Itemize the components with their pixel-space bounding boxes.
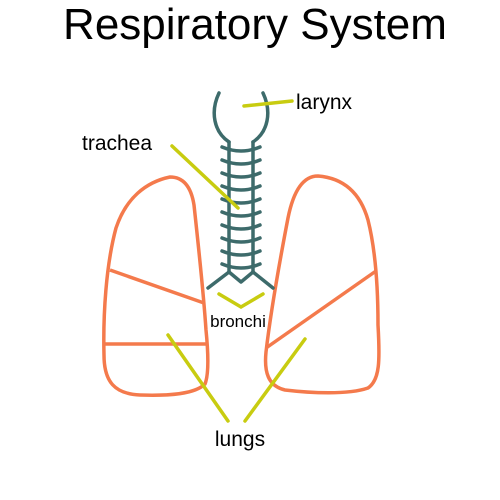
left-lung-upper-fissure — [109, 268, 205, 305]
right-lung — [263, 174, 381, 395]
trachea-ring — [220, 171, 262, 179]
trachea-ring — [220, 184, 262, 192]
trachea-ring — [220, 249, 262, 257]
bronchi-junction — [227, 270, 255, 284]
trachea-ring — [220, 210, 262, 218]
trachea-ring — [220, 262, 262, 270]
trachea-ring — [220, 145, 262, 153]
pointer-lines — [166, 99, 307, 423]
airway — [206, 91, 275, 290]
left-lung-outline — [102, 175, 210, 397]
lungs-pointer-left — [166, 333, 230, 423]
larynx-pointer — [242, 99, 294, 108]
lungs-pointer-right — [243, 337, 307, 423]
bronchi-label: bronchi — [210, 312, 266, 331]
diagram-title: Respiratory System — [63, 0, 447, 49]
right-lung-fissure — [264, 269, 378, 350]
left-bronchus — [206, 270, 231, 290]
trachea-pointer — [170, 144, 240, 210]
larynx-outline — [212, 91, 270, 144]
trachea-ring — [220, 158, 262, 166]
right-bronchus — [251, 270, 275, 290]
trachea-ring — [220, 223, 262, 231]
left-lung — [102, 175, 210, 397]
trachea-ring — [220, 236, 262, 244]
trachea-label: trachea — [82, 132, 152, 155]
trachea-rings — [220, 145, 262, 270]
lungs-label: lungs — [215, 428, 265, 451]
bronchi-pointer — [217, 292, 265, 310]
trachea-ring — [220, 197, 262, 205]
larynx-label: larynx — [296, 91, 353, 114]
right-lung-outline — [263, 174, 381, 395]
